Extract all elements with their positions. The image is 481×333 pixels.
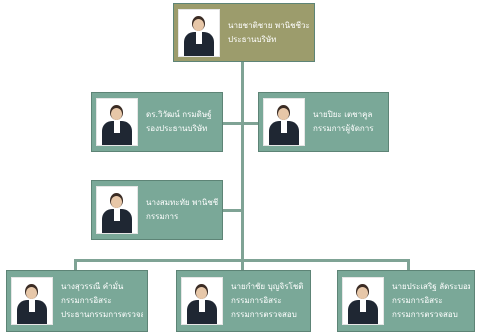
- connector-manager: [243, 122, 258, 125]
- org-box-director: นางสมทะทัย พานิชชีวะ กรรมการ: [91, 180, 223, 240]
- person-name: นางสุวรรณี คำมั่น: [61, 282, 124, 291]
- person-photo: [96, 186, 138, 234]
- person-title: รองประธานบริษัท: [146, 124, 208, 133]
- connector-trunk: [241, 62, 244, 262]
- connector-director: [222, 209, 242, 212]
- person-title: กรรมการ: [146, 212, 179, 221]
- org-box-independent-director-1: นางสุวรรณี คำมั่น กรรมการอิสระ ประธานกรร…: [6, 270, 148, 332]
- person-photo: [263, 98, 305, 146]
- person-title-secondary: กรรมการตรวจสอบ: [392, 310, 458, 319]
- person-name: นางสมทะทัย พานิชชีวะ: [146, 198, 218, 207]
- person-title: กรรมการอิสระ: [392, 296, 443, 305]
- person-title-secondary: กรรมการตรวจสอบ: [231, 310, 297, 319]
- connector-bottom-left: [74, 259, 77, 270]
- org-box-independent-director-2: นายกำชัย บุญจิรโชติ กรรมการอิสระ กรรมการ…: [176, 270, 311, 332]
- person-title: กรรมการอิสระ: [231, 296, 282, 305]
- connector-bottom-mid: [241, 259, 244, 270]
- connector-vice: [222, 122, 242, 125]
- person-title: กรรมการผู้จัดการ: [313, 124, 374, 133]
- person-title: กรรมการอิสระ: [61, 296, 112, 305]
- person-photo: [178, 8, 220, 57]
- org-box-managing-director: นายปิยะ เตชาคูล กรรมการผู้จัดการ: [258, 92, 389, 152]
- person-photo: [181, 277, 223, 325]
- person-photo: [11, 277, 53, 325]
- org-box-vice-chairman: ดร.วิวัฒน์ กรมดิษฐ์ รองประธานบริษัท: [91, 92, 223, 152]
- person-name: นายชาติชาย พานิชชีวะ: [228, 20, 310, 30]
- person-photo: [96, 98, 138, 146]
- person-name: ดร.วิวัฒน์ กรมดิษฐ์: [146, 110, 212, 119]
- person-name: นายปิยะ เตชาคูล: [313, 110, 373, 119]
- org-box-chairman: นายชาติชาย พานิชชีวะ ประธานบริษัท: [173, 3, 315, 62]
- person-photo: [342, 277, 384, 325]
- org-box-independent-director-3: นายประเสริฐ ลัดระบอมพงศ์ กรรมการอิสระ กร…: [337, 270, 475, 332]
- person-title-secondary: ประธานกรรมการตรวจสอบ: [61, 310, 143, 319]
- person-name: นายกำชัย บุญจิรโชติ: [231, 282, 304, 291]
- connector-bottom-right: [407, 259, 410, 270]
- person-title: ประธานบริษัท: [228, 34, 277, 44]
- person-name: นายประเสริฐ ลัดระบอมพงศ์: [392, 282, 470, 291]
